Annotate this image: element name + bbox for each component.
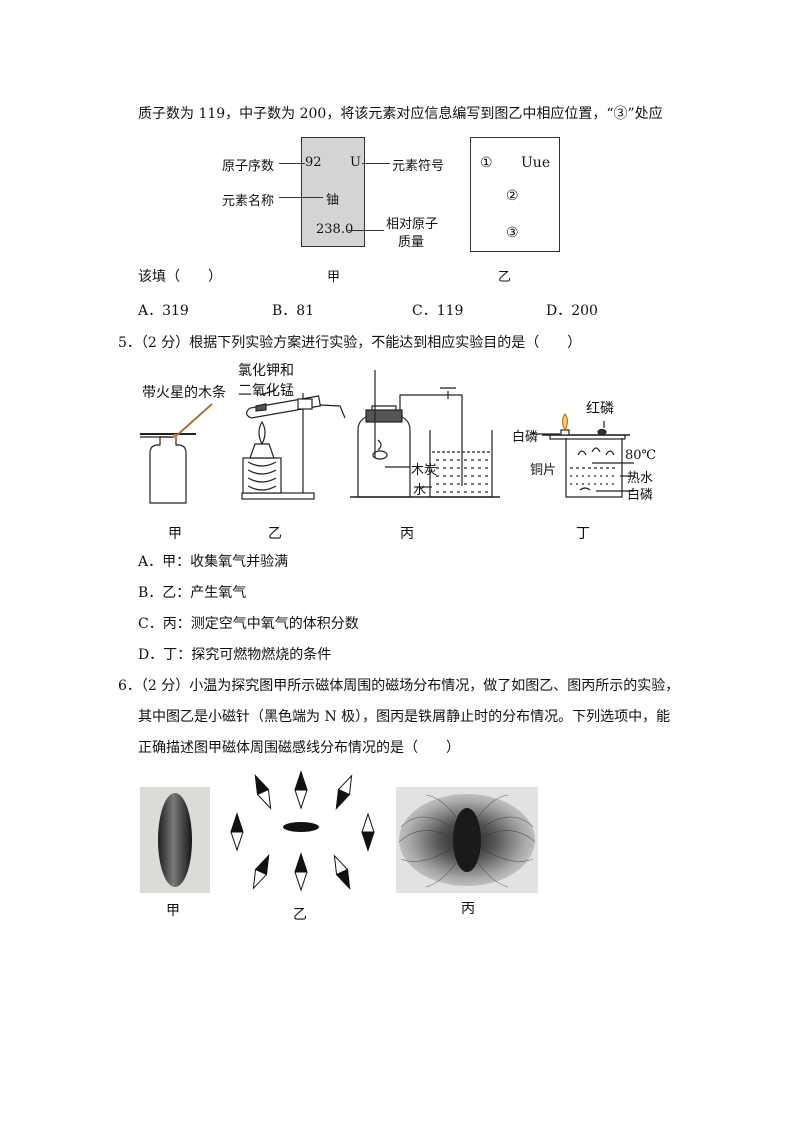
leader-line	[348, 230, 384, 231]
caption-bing: 丙	[400, 526, 414, 542]
q6-stem-line3: 正确描述图甲磁体周围磁感线分布情况的是（ ）	[138, 740, 460, 756]
iron-filings-photo	[396, 787, 538, 893]
label-glowing-stick: 带火星的木条	[142, 385, 226, 401]
label-water: 水	[413, 483, 427, 498]
label-copper-plate: 铜片	[530, 463, 557, 478]
bell-jar-apparatus	[350, 370, 500, 498]
caption-ding: 丁	[576, 526, 590, 542]
figure-caption: 乙	[498, 270, 512, 285]
atomic-mass-label-2: 质量	[398, 235, 425, 250]
placeholder-3: ③	[506, 225, 519, 241]
atomic-mass-label-1: 相对原子	[386, 217, 439, 232]
element-name-label: 元素名称	[222, 194, 275, 209]
caption-bing: 丙	[461, 901, 475, 917]
element-symbol: U	[350, 155, 361, 170]
combustion-apparatus	[530, 412, 634, 498]
option-b[interactable]: B．乙：产生氧气	[138, 585, 247, 601]
label-potassium-chlorate: 氯化钾和	[238, 363, 294, 379]
caption-yi: 乙	[268, 526, 282, 542]
option-d[interactable]: D．丁：探究可燃物燃烧的条件	[138, 647, 332, 663]
placeholder-2: ②	[506, 188, 519, 204]
heating-apparatus	[241, 389, 346, 500]
leader-line	[279, 197, 323, 198]
q6-stem-line1: 6．（2 分）小温为探究图甲所示磁体周围的磁场分布情况，做了如图乙、图丙所示的实…	[118, 678, 680, 694]
gas-jar-apparatus	[140, 403, 213, 504]
caption-jia: 甲	[166, 903, 180, 919]
label-manganese-dioxide: 二氧化锰	[238, 383, 294, 399]
figure-caption: 甲	[327, 270, 341, 285]
element-symbol-label: 元素符号	[392, 159, 445, 174]
option-b[interactable]: B．81	[272, 303, 315, 319]
q5-apparatus-figures	[140, 370, 634, 504]
q4-stem-line1: 质子数为 119，中子数为 200，将该元素对应信息编写到图乙中相应位置，“③”…	[138, 106, 663, 122]
element-name: 铀	[326, 193, 340, 208]
option-c[interactable]: C．丙：测定空气中氧气的体积分数	[138, 616, 359, 632]
element-card	[470, 137, 560, 252]
label-red-phosphorus: 红磷	[586, 401, 614, 417]
atomic-number: 92	[305, 155, 322, 170]
leader-line	[279, 163, 305, 164]
label-white-phosphorus-bottom: 白磷	[627, 488, 654, 503]
option-d[interactable]: D．200	[546, 303, 598, 319]
caption-yi: 乙	[293, 907, 307, 923]
leader-line	[362, 163, 390, 164]
caption-jia: 甲	[168, 526, 182, 542]
atomic-mass: 238.0	[316, 222, 354, 237]
q4-stem-line2: 该填（ ）	[138, 269, 222, 285]
compass-needles	[230, 770, 375, 892]
atomic-number-label: 原子序数	[222, 159, 275, 174]
compass-needles-diagram	[230, 770, 375, 892]
label-white-phosphorus-top: 白磷	[512, 430, 539, 445]
label-charcoal: 木炭	[411, 463, 438, 478]
q6-stem-line2: 其中图乙是小磁针（黑色端为 N 极），图丙是铁屑静止时的分布情况。下列选项中，能	[138, 709, 671, 725]
placeholder-1: ①	[480, 155, 493, 171]
q5-stem: 5．（2 分）根据下列实验方案进行实验，不能达到相应实验目的是（ ）	[118, 335, 582, 351]
label-hot-water: 热水	[627, 471, 654, 486]
element-card	[301, 137, 365, 247]
magnet-photo	[140, 787, 210, 893]
option-a[interactable]: A．甲：收集氧气并验满	[138, 554, 289, 570]
option-c[interactable]: C．119	[412, 303, 464, 319]
option-a[interactable]: A．319	[138, 303, 189, 319]
element-symbol: Uue	[521, 155, 551, 171]
label-temperature: 80℃	[625, 448, 657, 463]
magnet-bar	[283, 822, 319, 832]
